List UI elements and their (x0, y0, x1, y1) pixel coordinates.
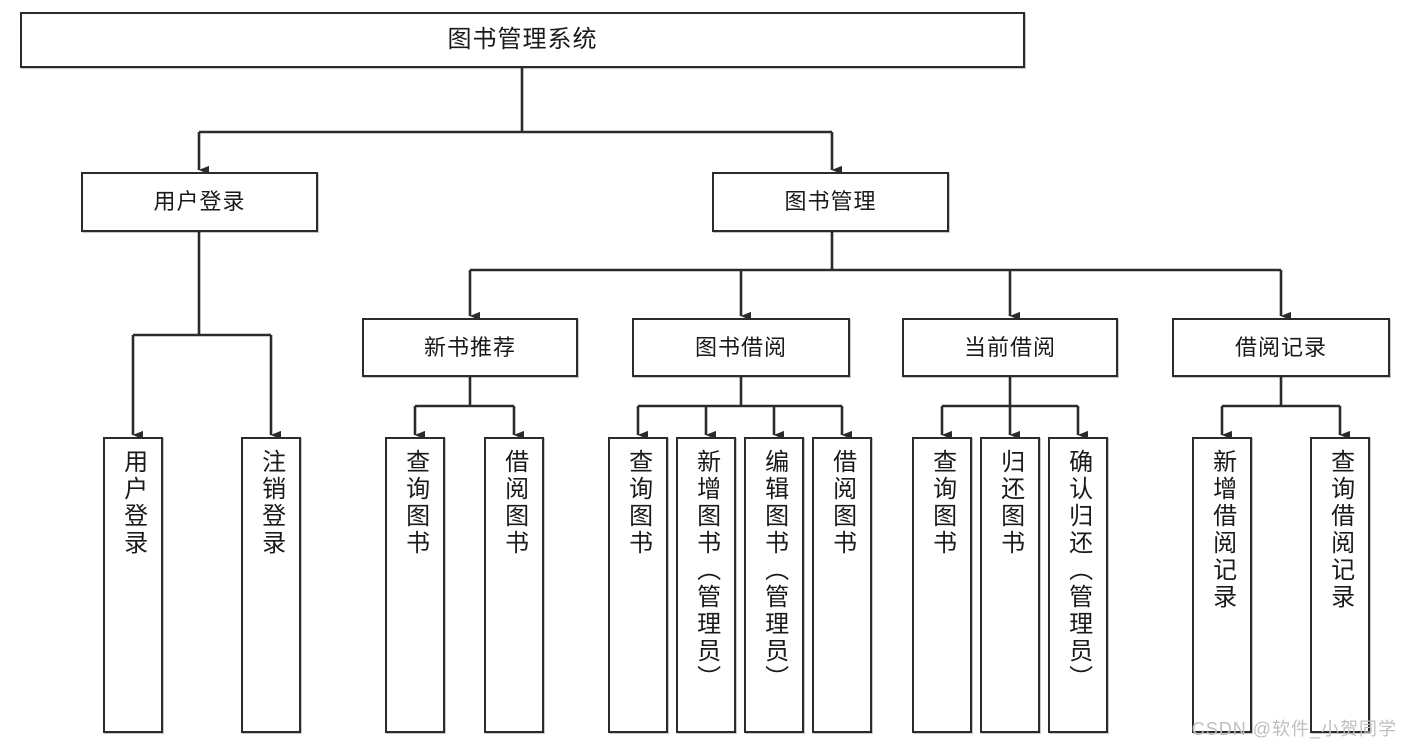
node-user-login-label: 用户登录 (153, 189, 246, 215)
leaf-current-borrow-return-book[interactable]: 归还图书 (980, 437, 1040, 733)
leaf-label: 确认归还（管理员） (1064, 449, 1092, 692)
node-new-book-recommend-label: 新书推荐 (423, 334, 516, 360)
leaf-label: 注销登录 (257, 449, 285, 557)
leaf-borrow-record-query-record[interactable]: 查询借阅记录 (1310, 437, 1370, 733)
leaf-current-borrow-confirm-return[interactable]: 确认归还（管理员） (1048, 437, 1108, 733)
node-book-manage[interactable]: 图书管理 (712, 172, 949, 232)
leaf-label: 新增图书（管理员） (692, 449, 720, 692)
leaf-book-borrow-query-book[interactable]: 查询图书 (608, 437, 668, 733)
node-root[interactable]: 图书管理系统 (20, 12, 1025, 68)
leaf-user-login-login[interactable]: 用户登录 (103, 437, 163, 733)
leaf-label: 查询图书 (928, 449, 956, 557)
node-borrow-record-label: 借阅记录 (1234, 334, 1327, 360)
node-root-label: 图书管理系统 (447, 26, 598, 53)
node-user-login[interactable]: 用户登录 (81, 172, 318, 232)
leaf-user-login-logout[interactable]: 注销登录 (241, 437, 301, 733)
leaf-label: 编辑图书（管理员） (760, 449, 788, 692)
node-book-borrow[interactable]: 图书借阅 (632, 318, 850, 377)
node-book-manage-label: 图书管理 (784, 189, 877, 215)
node-borrow-record[interactable]: 借阅记录 (1172, 318, 1390, 377)
node-current-borrow[interactable]: 当前借阅 (902, 318, 1118, 377)
node-new-book-recommend[interactable]: 新书推荐 (362, 318, 578, 377)
leaf-new-book-query-book[interactable]: 查询图书 (385, 437, 445, 733)
leaf-book-borrow-add-book[interactable]: 新增图书（管理员） (676, 437, 736, 733)
leaf-current-borrow-query-book[interactable]: 查询图书 (912, 437, 972, 733)
leaf-book-borrow-edit-book[interactable]: 编辑图书（管理员） (744, 437, 804, 733)
leaf-label: 借阅图书 (500, 449, 528, 557)
leaf-borrow-record-add-record[interactable]: 新增借阅记录 (1192, 437, 1252, 733)
leaf-label: 查询借阅记录 (1326, 449, 1354, 611)
leaf-book-borrow-borrow-book[interactable]: 借阅图书 (812, 437, 872, 733)
leaf-label: 查询图书 (401, 449, 429, 557)
node-current-borrow-label: 当前借阅 (963, 334, 1056, 360)
leaf-label: 归还图书 (996, 449, 1024, 557)
leaf-label: 查询图书 (624, 449, 652, 557)
node-book-borrow-label: 图书借阅 (694, 334, 787, 360)
leaf-new-book-borrow-book[interactable]: 借阅图书 (484, 437, 544, 733)
leaf-label: 借阅图书 (828, 449, 856, 557)
leaf-label: 新增借阅记录 (1208, 449, 1236, 611)
leaf-label: 用户登录 (119, 449, 147, 557)
